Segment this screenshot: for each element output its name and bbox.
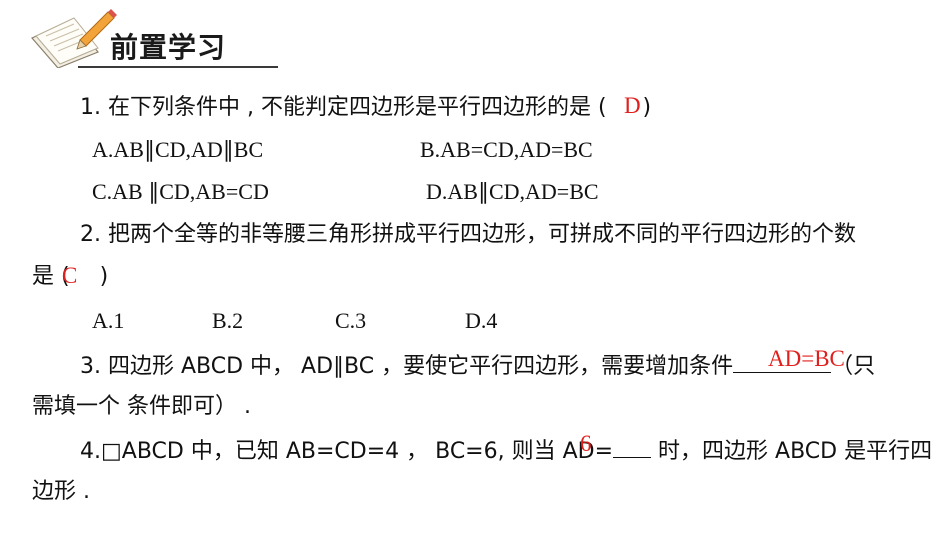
header-divider: [78, 66, 278, 68]
question-4-stem-cont: 边形 .: [32, 479, 90, 504]
question-3-stem: 3. 四边形 ABCD 中， AD∥BC ，要使它平行四边形，需要增加条件 （只: [80, 350, 875, 381]
question-3-tail: （只: [831, 354, 876, 379]
question-2-stem-cont: 是 (): [32, 263, 108, 291]
question-1-option-b: B.AB=CD,AD=BC: [420, 137, 593, 162]
question-2-option-a: A.1: [92, 308, 125, 333]
question-1-stem: 1. 在下列条件中 , 不能判定四边形是平行四边形的是 (): [80, 94, 651, 122]
page-title: 前置学习: [110, 31, 227, 64]
notebook-pencil-icon: [31, 9, 117, 68]
section-header: 前置学习: [28, 8, 278, 70]
question-4-blank: [613, 435, 652, 458]
question-2-option-b: B.2: [212, 308, 244, 333]
question-3-blank: [733, 350, 832, 373]
question-2-answer: C: [62, 263, 78, 288]
question-1-option-c: C.AB ∥CD,AB=CD: [92, 179, 269, 204]
question-3-text: 3. 四边形 ABCD 中， AD∥BC ，要使它平行四边形，需要增加条件: [80, 354, 734, 379]
question-1-answer: D: [624, 93, 641, 118]
question-1-close-paren: ): [642, 95, 652, 120]
question-4-text: 4.□ABCD 中，已知 AB=CD=4 ， BC=6, 则当 AD=: [80, 439, 614, 464]
question-4-answer: 6: [580, 431, 592, 456]
question-4-tail: 时，四边形 ABCD 是平行四: [651, 439, 933, 464]
question-2-text-cont: 是 (: [32, 264, 70, 289]
question-2-option-c: C.3: [335, 308, 367, 333]
question-2-stem: 2. 把两个全等的非等腰三角形拼成平行四边形，可拼成不同的平行四边形的个数: [80, 222, 856, 247]
question-3-answer: AD=BC: [768, 346, 845, 371]
question-1-text: 1. 在下列条件中 , 不能判定四边形是平行四边形的是 (: [80, 95, 607, 120]
question-2-option-d: D.4: [465, 308, 498, 333]
question-2-close-paren: ): [99, 264, 109, 289]
question-1-option-d: D.AB∥CD,AD=BC: [426, 179, 599, 204]
question-1-option-a: A.AB∥CD,AD∥BC: [92, 137, 264, 162]
question-4-stem: 4.□ABCD 中，已知 AB=CD=4 ， BC=6, 则当 AD= 时，四边…: [80, 435, 932, 466]
question-3-stem-cont: 需填一个 条件即可） .: [32, 394, 251, 419]
